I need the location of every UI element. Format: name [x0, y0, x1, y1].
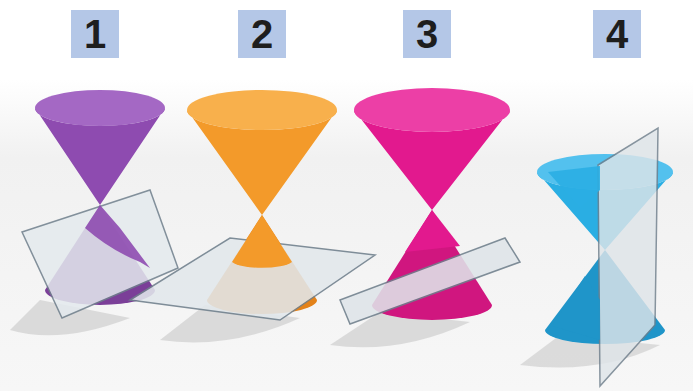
number-label-box: 1 — [71, 10, 119, 58]
pink-cone — [340, 88, 520, 324]
callout-number: 4 — [606, 14, 628, 54]
callout-number: 2 — [251, 14, 273, 54]
number-label-box: 4 — [593, 10, 641, 58]
callout-number: 1 — [84, 14, 106, 54]
number-label-box: 2 — [238, 10, 286, 58]
callout-number: 3 — [416, 14, 438, 54]
number-label-box: 3 — [403, 10, 451, 58]
purple-cone — [22, 90, 178, 318]
ground — [0, 80, 693, 391]
orange-cone — [130, 90, 375, 320]
blue-cone — [537, 128, 673, 386]
